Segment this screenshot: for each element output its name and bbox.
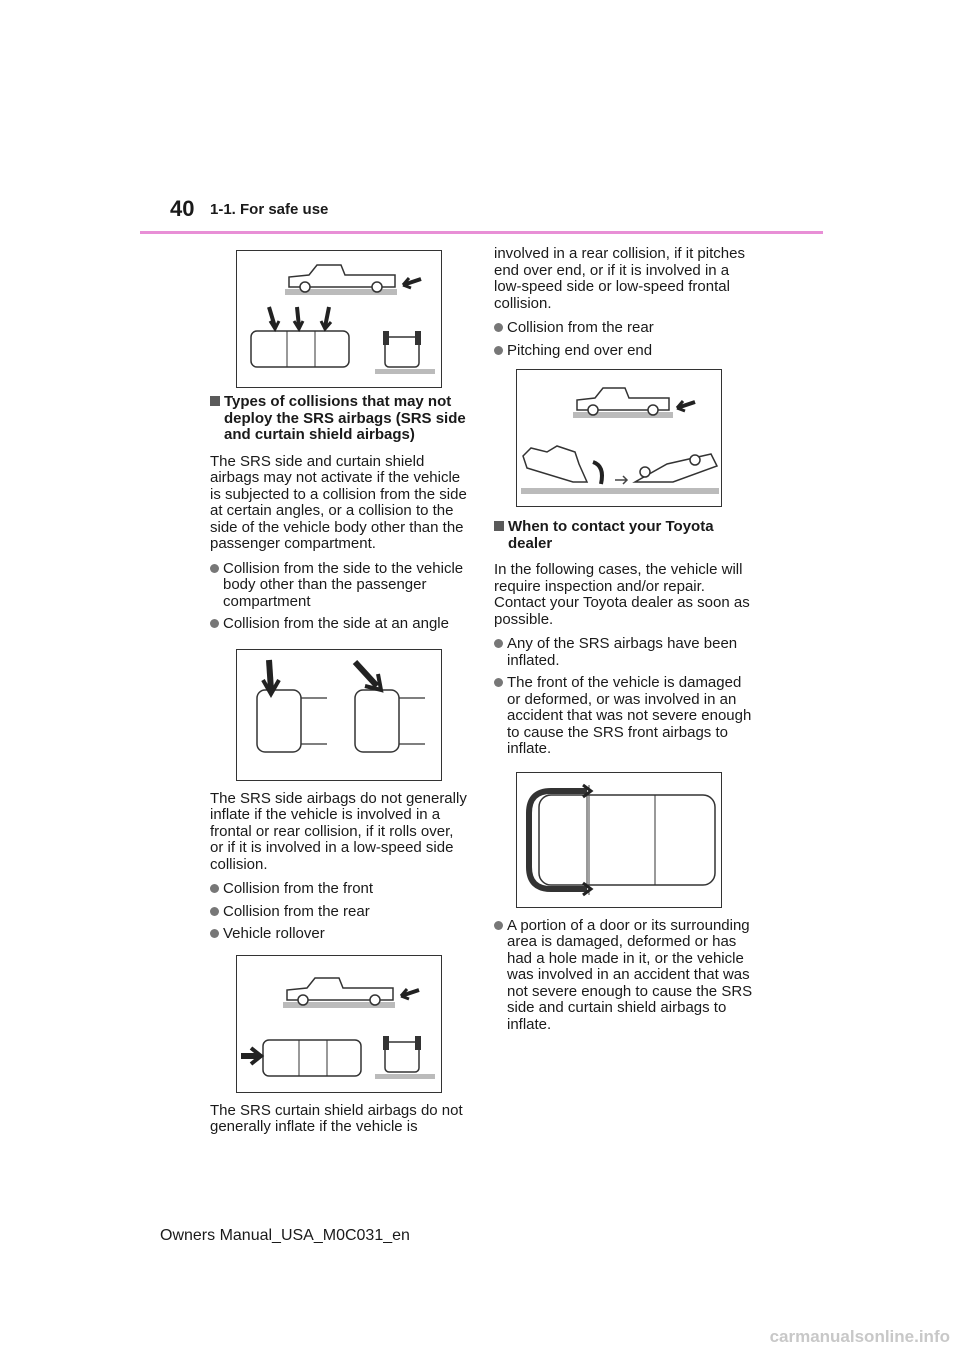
list-item-text: Collision from the front	[223, 880, 374, 897]
list-item: Pitching end over end	[494, 341, 754, 360]
square-bullet-icon	[210, 396, 220, 406]
figure-side-angle-collision	[236, 648, 442, 781]
list-item-text: Collision from the side at an angle	[223, 615, 449, 632]
bullet-dot-icon	[210, 563, 219, 573]
heading-text: When to contact your Toyota dealer	[508, 518, 714, 552]
bullet-dot-icon	[210, 929, 219, 938]
bullet-dot-icon	[210, 906, 219, 916]
figure-front-damage	[516, 771, 722, 908]
list-item: Collision from the front	[210, 880, 470, 898]
list-item: Collision from the side at an angle	[210, 615, 470, 633]
header-divider	[140, 231, 823, 234]
paragraph-curtain: The SRS curtain shield airbags do not ge…	[210, 1101, 463, 1135]
pitching-illustration	[521, 387, 719, 494]
list-item-text: Collision from the rear	[223, 902, 370, 920]
paragraph-curtain-continued: involved in a rear collision, if it pitc…	[494, 245, 745, 312]
footer-manual-id: Owners Manual_USA_M0C031_en	[160, 1227, 410, 1244]
side-angle-illustration	[256, 659, 425, 753]
heading-text: Types of collisions that may not deploy …	[224, 393, 466, 443]
list-item: Collision from the rear	[494, 319, 754, 337]
bullet-dot-icon	[494, 323, 503, 332]
list-item: The front of the vehicle is damaged or d…	[494, 674, 754, 758]
section-title: 1-1. For safe use	[210, 201, 329, 218]
bullet-dot-icon	[494, 920, 503, 930]
square-bullet-icon	[494, 521, 504, 531]
list-item: Collision from the rear	[210, 902, 470, 921]
list-item-text: Collision from the rear	[507, 319, 654, 336]
list-item: Collision from the side to the vehicle b…	[210, 559, 470, 611]
right-column: involved in a rear collision, if it pitc…	[494, 245, 754, 1039]
list-item: Vehicle rollover	[210, 925, 470, 943]
list-item-text: Pitching end over end	[507, 341, 653, 359]
vehicle-collision-illustration-2	[241, 976, 435, 1079]
heading-contact-dealer: When to contact your Toyota dealer	[494, 518, 754, 552]
figure-front-rear-rollover-top	[236, 250, 442, 388]
vehicle-collision-illustration	[250, 264, 435, 374]
bullet-dot-icon	[494, 639, 503, 648]
bullet-dot-icon	[210, 619, 219, 628]
bullet-dot-icon	[494, 345, 503, 355]
list-item-text: The front of the vehicle is damaged or d…	[507, 674, 752, 757]
heading-side-curtain-types: Types of collisions that may not deploy …	[210, 393, 470, 444]
list-item-text: Vehicle rollover	[223, 925, 325, 942]
paragraph-side: The SRS side and curtain shield airbags …	[210, 452, 467, 552]
figure-front-rear-rollover-bottom	[236, 954, 442, 1093]
figure-pitching	[516, 369, 722, 507]
paragraph-dealer: In the following cases, the vehicle will…	[494, 561, 750, 628]
list-item-text: Any of the SRS airbags have been inflate…	[507, 635, 738, 669]
bullet-dot-icon	[494, 678, 503, 687]
watermark-text: carmanualsonline.info	[769, 1327, 950, 1346]
list-item: A portion of a door or its surrounding a…	[494, 916, 754, 1034]
bullet-dot-icon	[210, 884, 219, 893]
left-column: Types of collisions that may not deploy …	[210, 250, 470, 1144]
list-item: Any of the SRS airbags have been inflate…	[494, 635, 754, 669]
page-number: 40	[170, 196, 195, 221]
list-item-text: Collision from the side to the vehicle b…	[223, 559, 464, 610]
list-item-text: A portion of a door or its surrounding a…	[507, 916, 753, 1033]
front-damage-illustration	[526, 783, 716, 896]
paragraph-side-2: The SRS side airbags do not generally in…	[210, 789, 467, 873]
